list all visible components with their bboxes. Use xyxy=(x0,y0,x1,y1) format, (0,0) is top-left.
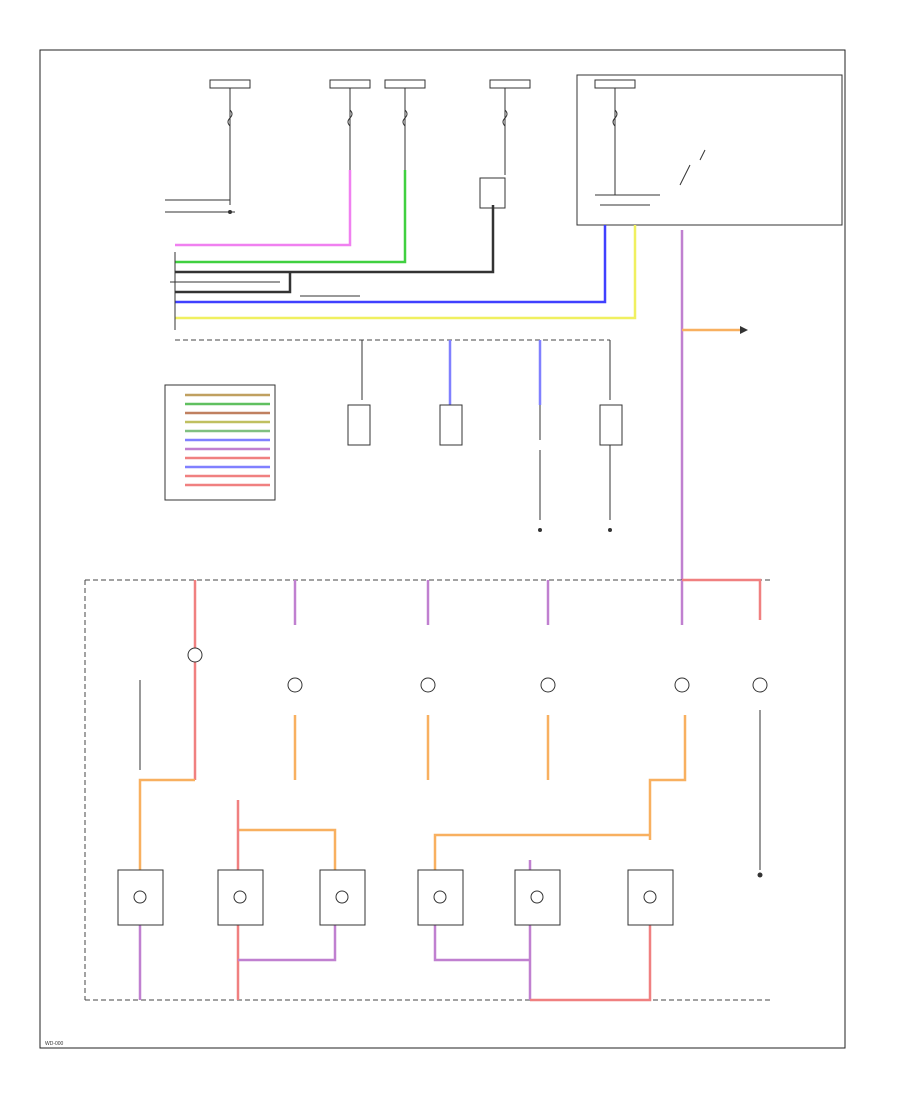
lamp-bulb-6 xyxy=(752,677,768,693)
upper-lamp-row xyxy=(187,578,768,878)
lamp-bulb-2 xyxy=(287,677,303,693)
lamp-bulb-3 xyxy=(420,677,436,693)
lower-switch-row xyxy=(117,680,674,1002)
feed-wires xyxy=(170,170,637,330)
lamp-bulb-1 xyxy=(187,647,203,663)
middle-switch-section xyxy=(175,339,623,532)
left-connector-list xyxy=(164,384,276,501)
control-module-box xyxy=(576,74,843,226)
top-power-section xyxy=(165,74,843,226)
lamp-bulb-5 xyxy=(674,677,690,693)
right-violet-feed xyxy=(680,230,748,580)
lamp-bulb-4 xyxy=(540,677,556,693)
diagram-frame xyxy=(39,49,846,1049)
footer-code: WD-000 xyxy=(45,1041,64,1047)
lower-dashed-bus xyxy=(84,579,770,1001)
